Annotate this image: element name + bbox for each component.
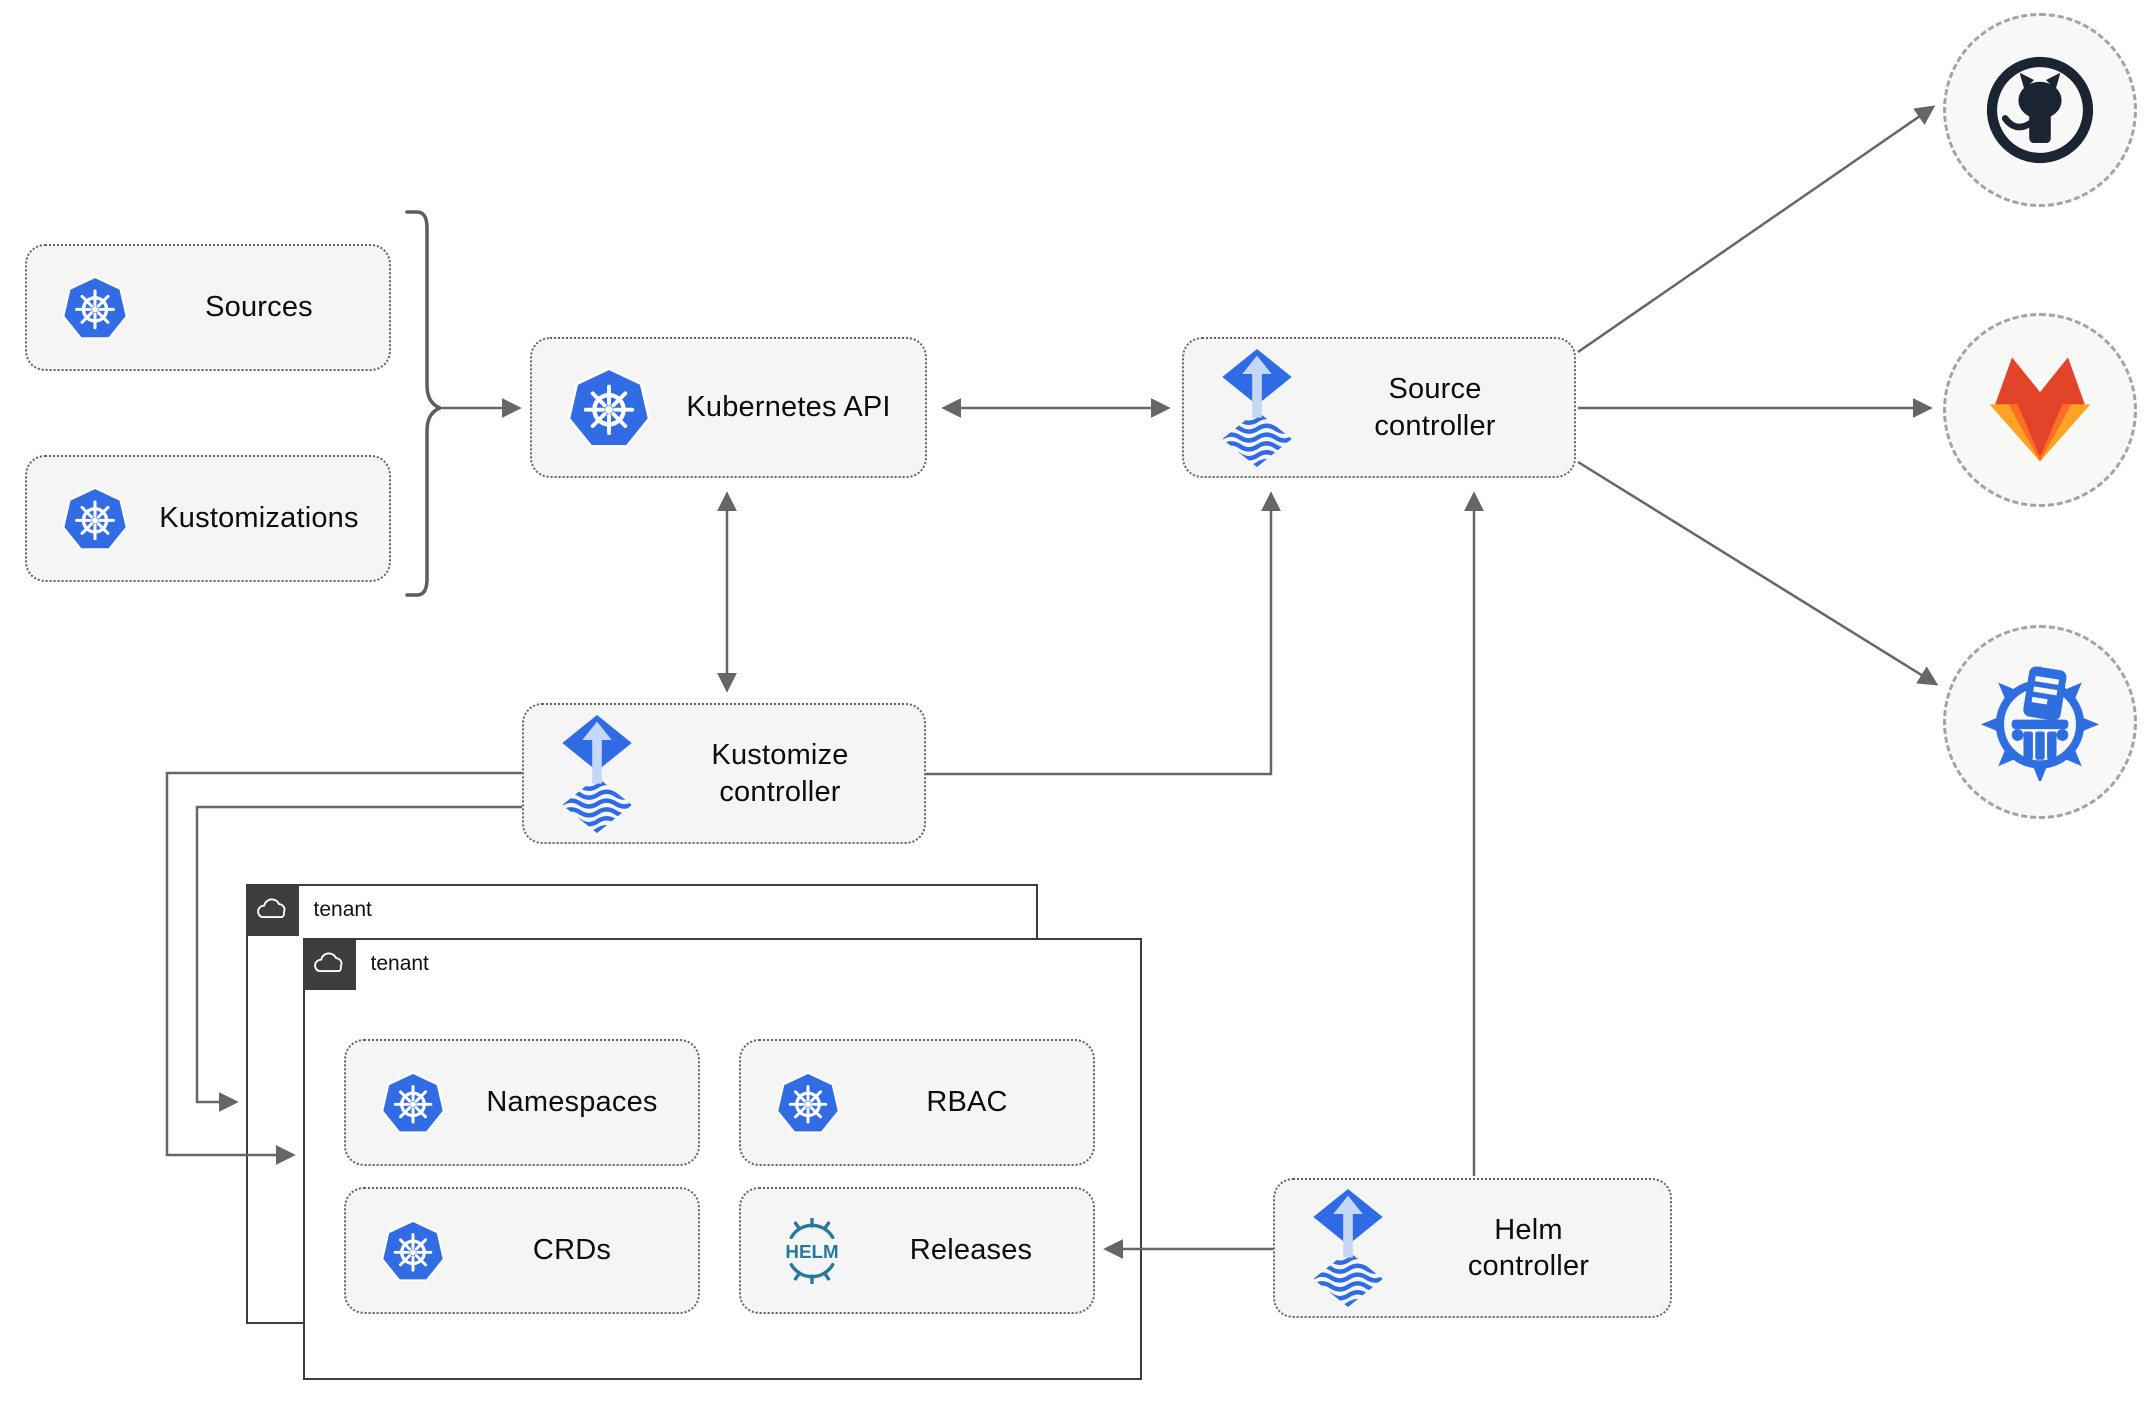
node-kustomize-controller-label: Kustomize controller xyxy=(636,737,924,810)
kubernetes-icon xyxy=(61,485,129,553)
helm-logo-text: HELM xyxy=(785,1240,838,1261)
node-namespaces-label: Namespaces xyxy=(486,1086,658,1118)
node-kubernetes-api: Kubernetes API xyxy=(530,337,927,478)
node-sources-label: Sources xyxy=(205,291,313,323)
node-releases: HELM Releases xyxy=(739,1187,1095,1314)
node-kustomizations-label: Kustomizations xyxy=(159,502,359,534)
label-line: Kustomize xyxy=(711,739,849,772)
node-helm-controller-label: Helm controller xyxy=(1387,1212,1670,1285)
chartmuseum-icon xyxy=(1981,663,2099,781)
github-repository-node xyxy=(1943,13,2137,207)
flux-icon xyxy=(1309,1186,1387,1310)
node-crds: CRDs xyxy=(344,1187,700,1314)
node-kustomizations: Kustomizations xyxy=(25,455,391,582)
gitlab-repository-node xyxy=(1943,313,2137,507)
gitlab-icon xyxy=(1984,354,2096,466)
node-kustomize-controller: Kustomize controller xyxy=(522,703,926,844)
chartmuseum-repository-node xyxy=(1943,625,2137,819)
label-line: controller xyxy=(719,775,841,808)
node-rbac: RBAC xyxy=(739,1039,1095,1166)
label-line: controller xyxy=(1467,1250,1590,1282)
flux-icon xyxy=(558,712,636,836)
kubernetes-icon xyxy=(380,1218,446,1284)
edge-kustomize-to-source xyxy=(926,491,1281,776)
github-icon xyxy=(1980,50,2100,170)
node-sources: Sources xyxy=(25,244,391,371)
kubernetes-icon xyxy=(566,365,652,451)
cloud-icon xyxy=(302,937,356,990)
node-crds-label: CRDs xyxy=(532,1234,612,1266)
kubernetes-icon xyxy=(61,274,129,342)
helm-icon: HELM xyxy=(785,1217,839,1284)
kubernetes-icon xyxy=(775,1070,841,1136)
tenant-header: tenant xyxy=(245,883,372,936)
node-kubernetes-api-label: Kubernetes API xyxy=(686,391,891,423)
edge-source-to-chartmuseum xyxy=(1577,460,1939,686)
tenant-container-inner: tenant Namespaces RBAC CRDs xyxy=(302,937,1142,1380)
node-namespaces: Namespaces xyxy=(344,1039,700,1166)
node-releases-label: Releases xyxy=(909,1234,1033,1266)
flux-icon xyxy=(1218,346,1296,470)
cloud-icon xyxy=(245,883,299,936)
label-line: Source xyxy=(1388,373,1482,406)
node-rbac-label: RBAC xyxy=(926,1086,1008,1118)
label-line: Helm xyxy=(1494,1213,1563,1246)
label-line: controller xyxy=(1374,409,1496,442)
tenant-header: tenant xyxy=(302,937,429,990)
node-source-controller-label: Source controller xyxy=(1296,371,1574,444)
kubernetes-icon xyxy=(380,1070,446,1136)
node-helm-controller: Helm controller xyxy=(1273,1178,1672,1318)
bracket-sources-group xyxy=(405,210,445,597)
node-source-controller: Source controller xyxy=(1182,337,1576,478)
edge-source-to-github xyxy=(1577,105,1936,354)
tenant-label: tenant xyxy=(313,897,372,921)
tenant-label: tenant xyxy=(370,951,429,975)
